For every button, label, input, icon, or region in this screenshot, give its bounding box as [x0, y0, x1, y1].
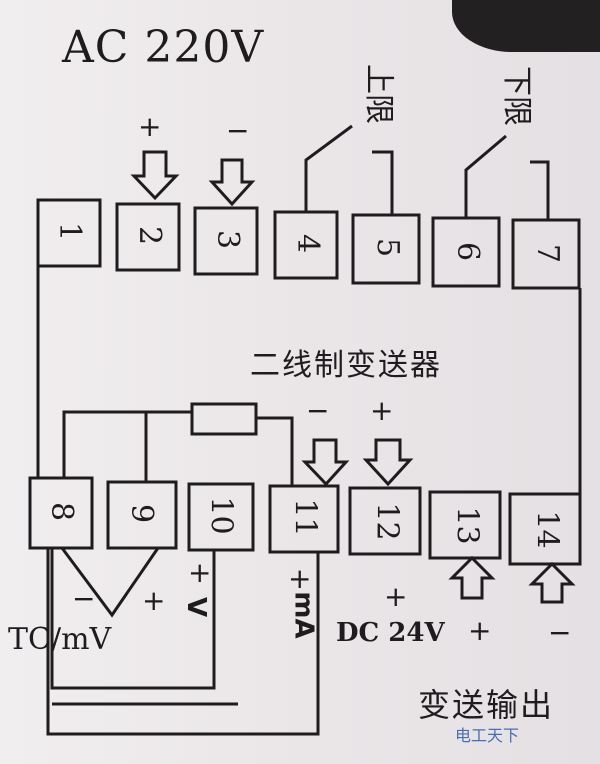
- relay-upper-contact: [304, 124, 353, 212]
- terminal-label-5: 5: [370, 237, 406, 258]
- arrow-down-12: [362, 438, 414, 487]
- terminal-label-9: 9: [124, 503, 160, 524]
- terminal-label-4: 4: [290, 233, 326, 254]
- resistor: [190, 402, 258, 436]
- terminal-label-13: 13: [449, 506, 485, 545]
- relay-lower-label: 下限: [499, 66, 534, 126]
- arrow-down-2: [130, 150, 180, 201]
- terminal-box-9: [106, 480, 178, 550]
- terminal-label-3: 3: [210, 229, 246, 250]
- terminal-box-13: [428, 490, 502, 560]
- terminal-label-1: 1: [52, 221, 88, 242]
- label-v: V: [181, 596, 212, 618]
- terminal-box-7: [511, 218, 581, 290]
- bus-right: [256, 416, 294, 486]
- sign-tc-minus: −: [72, 582, 96, 615]
- tc-triangle: [60, 547, 160, 618]
- dark-corner: [452, 0, 600, 52]
- terminal-label-14: 14: [529, 510, 565, 549]
- sign-out-plus: +: [468, 614, 492, 647]
- terminal-box-3: [193, 206, 259, 276]
- relay-lower-return: [530, 160, 550, 220]
- sign-out-minus: −: [548, 616, 572, 649]
- power-label: AC 220V: [62, 22, 265, 73]
- relay-upper-return: [372, 150, 394, 215]
- label-tc: TC/mV: [8, 622, 112, 657]
- arrow-down-3: [208, 158, 256, 207]
- sign-tc-plus: +: [142, 584, 166, 617]
- terminal-label-2: 2: [132, 225, 168, 246]
- watermark: 电工天下: [455, 726, 520, 745]
- arrow-up-14: [528, 561, 576, 604]
- sign-t3: −: [226, 114, 250, 147]
- sign-ma-plus: +: [288, 562, 312, 595]
- relay-lower-contact: [464, 134, 507, 218]
- terminal-label-10: 10: [203, 496, 239, 535]
- center-label: 二线制变送器: [250, 348, 442, 383]
- label-ma: mA: [288, 591, 319, 639]
- terminal-box-14: [508, 492, 582, 566]
- terminal-label-7: 7: [530, 243, 566, 264]
- relay-upper-label: 上限: [361, 64, 396, 124]
- label-dc: DC 24V: [336, 618, 445, 648]
- terminal-label-6: 6: [450, 241, 486, 262]
- terminal-box-11: [268, 484, 340, 554]
- sign-t11: −: [306, 394, 330, 427]
- sign-dc-plus: +: [384, 580, 408, 613]
- output-label: 变送输出: [418, 686, 555, 724]
- terminal-label-11: 11: [287, 498, 323, 537]
- sign-v-plus: +: [188, 556, 212, 589]
- terminal-label-8: 8: [44, 501, 80, 522]
- terminal-box-5: [351, 213, 421, 285]
- sign-t12: +: [370, 394, 394, 427]
- terminal-box-2: [115, 202, 181, 272]
- arrow-down-11: [301, 438, 350, 487]
- wire-v: [50, 548, 216, 690]
- sign-t2: +: [138, 110, 162, 143]
- terminal-box-10: [187, 482, 255, 552]
- wire-ma: [46, 548, 320, 736]
- terminal-box-12: [348, 486, 422, 556]
- bus-upper: [62, 410, 192, 478]
- terminal-label-12: 12: [369, 502, 405, 541]
- terminal-box-8: [28, 476, 94, 550]
- arrow-up-13: [448, 555, 496, 600]
- terminal-box-1: [36, 198, 102, 268]
